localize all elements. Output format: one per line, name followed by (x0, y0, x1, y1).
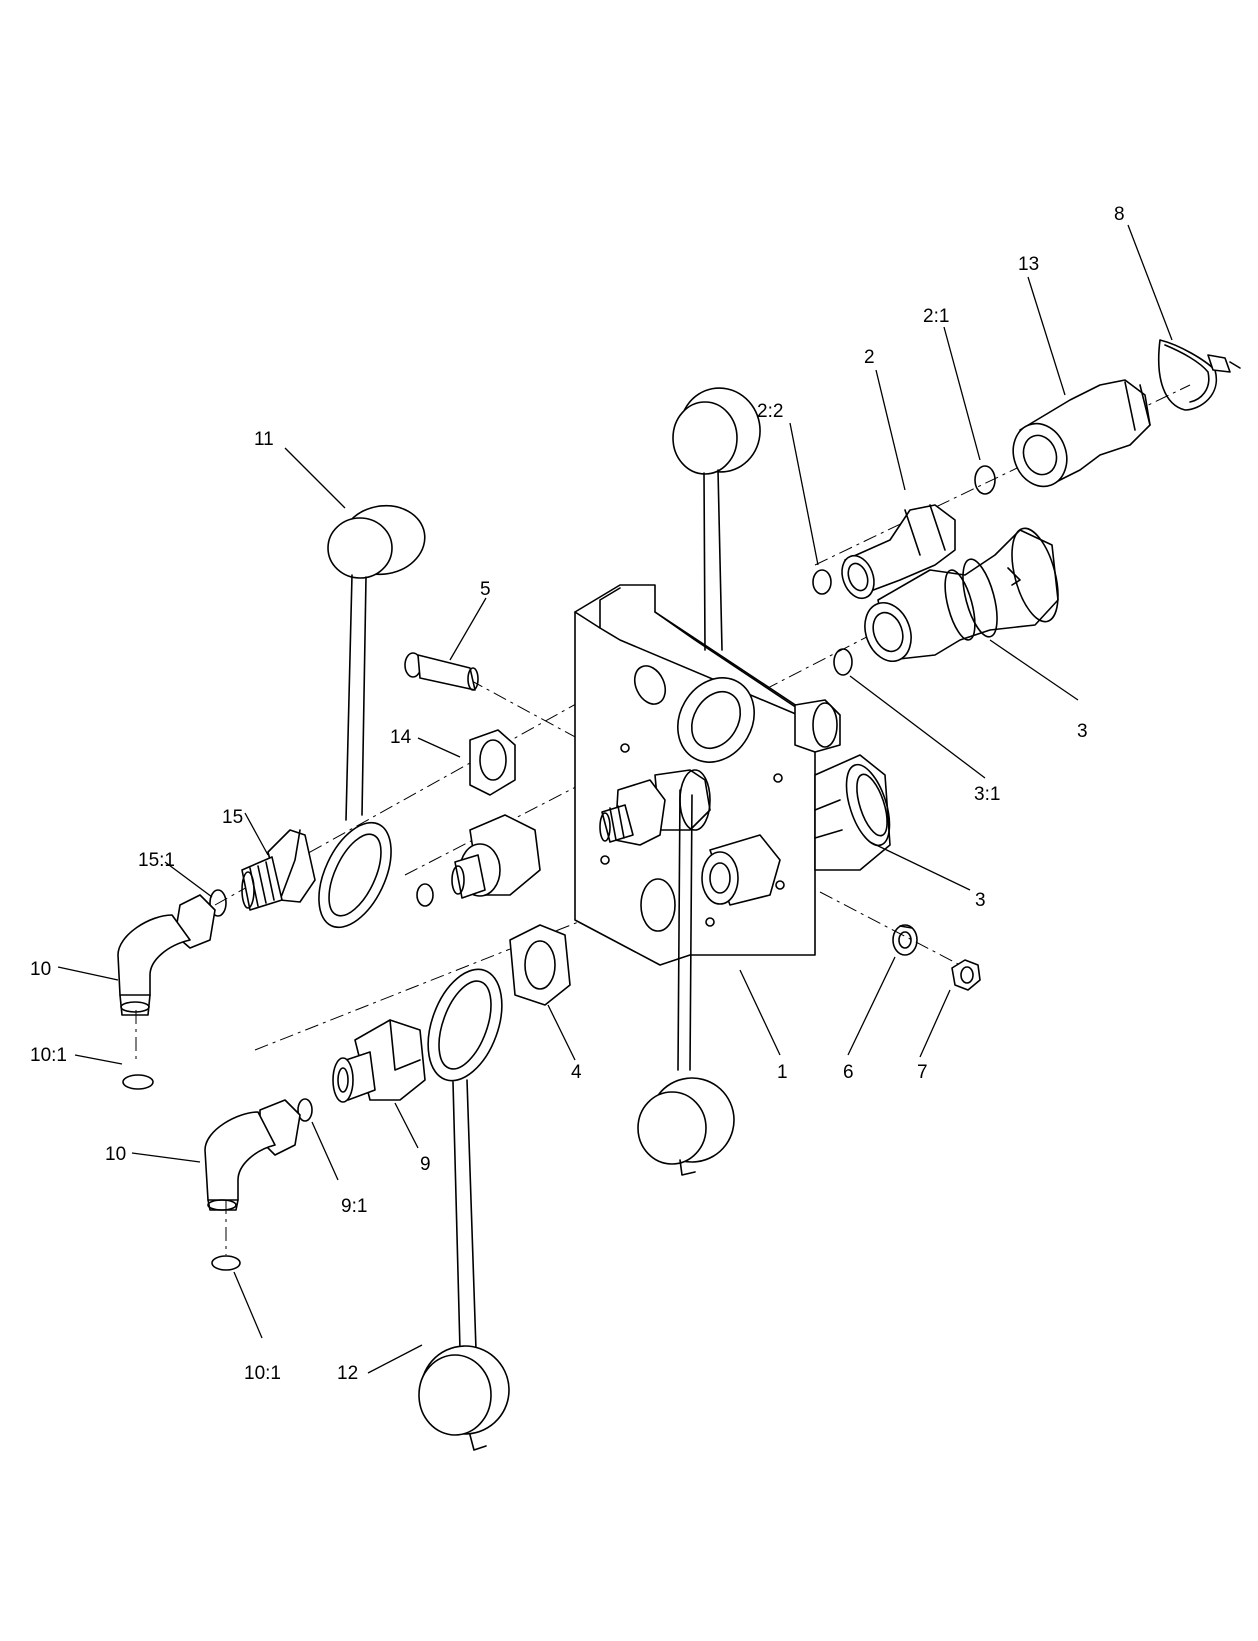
quick-coupler-lower (814, 754, 891, 871)
hex-nut-7 (951, 959, 981, 991)
callout-10-1-upper: 10:1 (30, 1045, 67, 1066)
callout-11: 11 (254, 429, 274, 450)
quick-coupler-upper (864, 527, 1059, 662)
callout-2-1: 2:1 (923, 306, 949, 327)
o-ring-mid (416, 883, 434, 907)
callout-10-upper: 10 (30, 959, 51, 980)
callout-15: 15 (222, 807, 243, 828)
callout-3-upper: 3 (1077, 721, 1088, 742)
strap-8 (1157, 339, 1241, 411)
o-ring-2-1 (974, 465, 996, 495)
fitting-9 (332, 1019, 426, 1103)
fitting-15 (241, 829, 316, 911)
sleeve (701, 834, 781, 906)
o-ring-10-1-lower (211, 1255, 241, 1271)
o-ring-15-1 (209, 889, 227, 917)
callout-1: 1 (777, 1062, 788, 1083)
elbow-fitting-10-upper (117, 894, 216, 1016)
callout-6: 6 (843, 1062, 854, 1083)
callout-3-lower: 3 (975, 890, 986, 911)
callout-15-1: 15:1 (138, 850, 175, 871)
adapter-2 (841, 504, 956, 600)
o-ring-9-1 (297, 1098, 313, 1122)
coupler-stub (794, 699, 841, 753)
callout-5: 5 (480, 579, 491, 600)
callout-12: 12 (337, 1363, 358, 1384)
bolt-5 (404, 652, 479, 691)
elbow-fitting-10-lower (204, 1099, 301, 1211)
coupler-13 (1012, 379, 1151, 488)
hex-nut-14 (469, 729, 516, 796)
o-ring-3-1 (833, 648, 853, 676)
lock-washer-6 (892, 924, 918, 956)
callout-14: 14 (390, 727, 412, 748)
callout-10-lower: 10 (105, 1144, 126, 1165)
dust-cap-lower-center (637, 1077, 735, 1176)
fitting-mid (451, 814, 541, 899)
center-strap-lower (677, 789, 693, 1071)
callout-4: 4 (571, 1062, 582, 1083)
dust-cap-11 (318, 504, 426, 929)
leader-lines (57, 224, 1173, 1374)
callout-labels: 8 13 2:1 2 2:2 11 5 14 15 15:1 10 10:1 3… (30, 204, 1125, 1384)
dust-cap-12 (418, 968, 510, 1451)
callout-9: 9 (420, 1154, 431, 1175)
hex-nut-4 (509, 924, 571, 1006)
callout-2-2: 2:2 (757, 401, 783, 422)
callout-3-1: 3:1 (974, 784, 1000, 805)
callout-7: 7 (917, 1062, 928, 1083)
o-ring-2-2 (812, 569, 832, 595)
callout-13: 13 (1018, 254, 1039, 275)
callout-9-1: 9:1 (341, 1196, 367, 1217)
o-ring-10-1-upper (122, 1074, 154, 1090)
dust-cap-center (672, 387, 761, 763)
callout-8: 8 (1114, 204, 1125, 225)
callout-2: 2 (864, 347, 875, 368)
callout-10-1-lower: 10:1 (244, 1363, 281, 1384)
